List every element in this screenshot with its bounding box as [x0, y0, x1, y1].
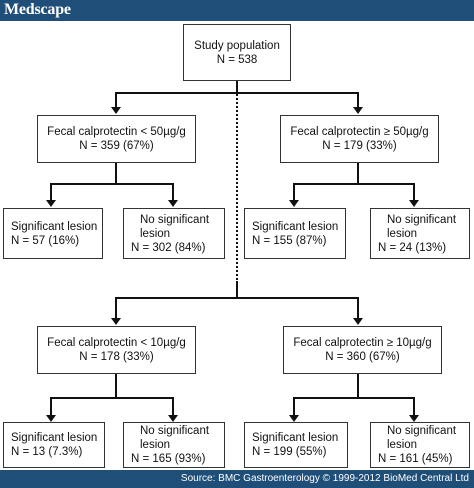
connector [172, 397, 174, 417]
arrow-down-icon [168, 200, 178, 207]
connector [50, 183, 174, 185]
connector [413, 397, 415, 417]
node-fc-ge-10: Fecal calprotectin ≥ 10µg/g N = 360 (67%… [283, 326, 442, 374]
root-line2: N = 538 [216, 53, 258, 66]
connector [236, 81, 238, 93]
leaf-line1: Significant lesion [252, 220, 339, 233]
a-left-line2: N = 359 (67%) [79, 140, 154, 152]
arrow-down-icon [353, 318, 363, 325]
connector [115, 297, 117, 320]
node-a-significant-lesion-2: Significant lesion N = 155 (87%) [244, 208, 346, 259]
medscape-logo[interactable]: Medscape [4, 1, 71, 18]
b-right-line1: Fecal calprotectin ≥ 10µg/g [293, 337, 432, 349]
leaf-line1: No significant [387, 213, 457, 226]
arrow-down-icon [289, 415, 299, 422]
connector [50, 183, 52, 202]
leaf-line3: N = 165 (93%) [131, 453, 206, 465]
a-right-line1: Fecal calprotectin ≥ 50µg/g [290, 126, 429, 138]
leaf-line2: lesion [140, 227, 171, 240]
b-left-line2: N = 178 (33%) [79, 351, 154, 363]
leaf-line1: Significant lesion [11, 432, 98, 444]
node-b-no-significant-lesion-2: No significant lesion N = 161 (45%) [370, 422, 470, 468]
leaf-line1: No significant [140, 213, 210, 226]
connector [357, 297, 359, 320]
connector [413, 183, 415, 202]
arrow-down-icon [46, 200, 56, 207]
b-left-line1: Fecal calprotectin < 10µg/g [47, 337, 186, 349]
leaf-line2: N = 13 (7.3%) [11, 446, 83, 458]
leaf-line1: No significant [387, 425, 457, 437]
leaf-line1: No significant [140, 425, 210, 437]
leaf-line1: Significant lesion [252, 432, 339, 444]
leaf-line2: lesion [140, 439, 171, 451]
leaf-line2: N = 57 (16%) [11, 234, 80, 247]
arrow-down-icon [409, 415, 419, 422]
node-b-significant-lesion: Significant lesion N = 13 (7.3%) [3, 422, 105, 468]
connector [293, 397, 415, 399]
a-right-line2: N = 179 (33%) [322, 140, 397, 152]
connector [115, 92, 359, 94]
node-a-no-significant-lesion: No significant lesion N = 302 (84%) [123, 208, 225, 259]
node-b-significant-lesion-2: Significant lesion N = 199 (55%) [244, 422, 348, 468]
leaf-line3: N = 161 (45%) [378, 453, 453, 465]
connector [50, 397, 52, 417]
arrow-down-icon [168, 415, 178, 422]
flowchart: Study population N = 538 Fecal calprotec… [0, 21, 474, 470]
arrow-down-icon [111, 107, 121, 114]
connector [293, 183, 415, 185]
node-study-population: Study population N = 538 [183, 24, 291, 81]
arrow-down-icon [46, 415, 56, 422]
connector [50, 397, 174, 399]
leaf-line2: lesion [387, 439, 418, 451]
connector [115, 297, 359, 299]
node-fc-lt-50: Fecal calprotectin < 50µg/g N = 359 (67%… [37, 115, 196, 163]
arrow-down-icon [409, 200, 419, 207]
node-a-no-significant-lesion-2: No significant lesion N = 24 (13%) [370, 208, 470, 259]
connector [293, 183, 295, 202]
connector [115, 374, 117, 398]
dotted-connector [236, 94, 238, 281]
connector [115, 163, 117, 184]
a-left-line1: Fecal calprotectin < 50µg/g [47, 126, 186, 138]
connector [357, 374, 359, 398]
node-fc-ge-50: Fecal calprotectin ≥ 50µg/g N = 179 (33%… [280, 115, 439, 163]
header-bar: Medscape [0, 0, 474, 21]
node-fc-lt-10: Fecal calprotectin < 10µg/g N = 178 (33%… [37, 326, 196, 374]
arrow-down-icon [353, 107, 363, 114]
b-right-line2: N = 360 (67%) [325, 351, 400, 363]
connector [293, 397, 295, 417]
source-credit: Source: BMC Gastroenterology © 1999-2012… [180, 473, 469, 484]
node-a-significant-lesion: Significant lesion N = 57 (16%) [3, 208, 103, 259]
leaf-line2: N = 155 (87%) [252, 234, 327, 247]
leaf-line2: lesion [387, 227, 418, 240]
node-b-no-significant-lesion: No significant lesion N = 165 (93%) [123, 422, 225, 468]
connector [357, 163, 359, 184]
arrow-down-icon [111, 318, 121, 325]
leaf-line1: Significant lesion [11, 220, 98, 233]
arrow-down-icon [289, 200, 299, 207]
connector [236, 281, 238, 298]
leaf-line3: N = 24 (13%) [378, 241, 447, 254]
root-line1: Study population [194, 39, 280, 52]
connector [172, 183, 174, 202]
leaf-line3: N = 302 (84%) [131, 241, 206, 254]
leaf-line2: N = 199 (55%) [252, 446, 327, 458]
footer-bar: Source: BMC Gastroenterology © 1999-2012… [0, 470, 474, 488]
connector [115, 92, 117, 109]
connector [357, 92, 359, 109]
